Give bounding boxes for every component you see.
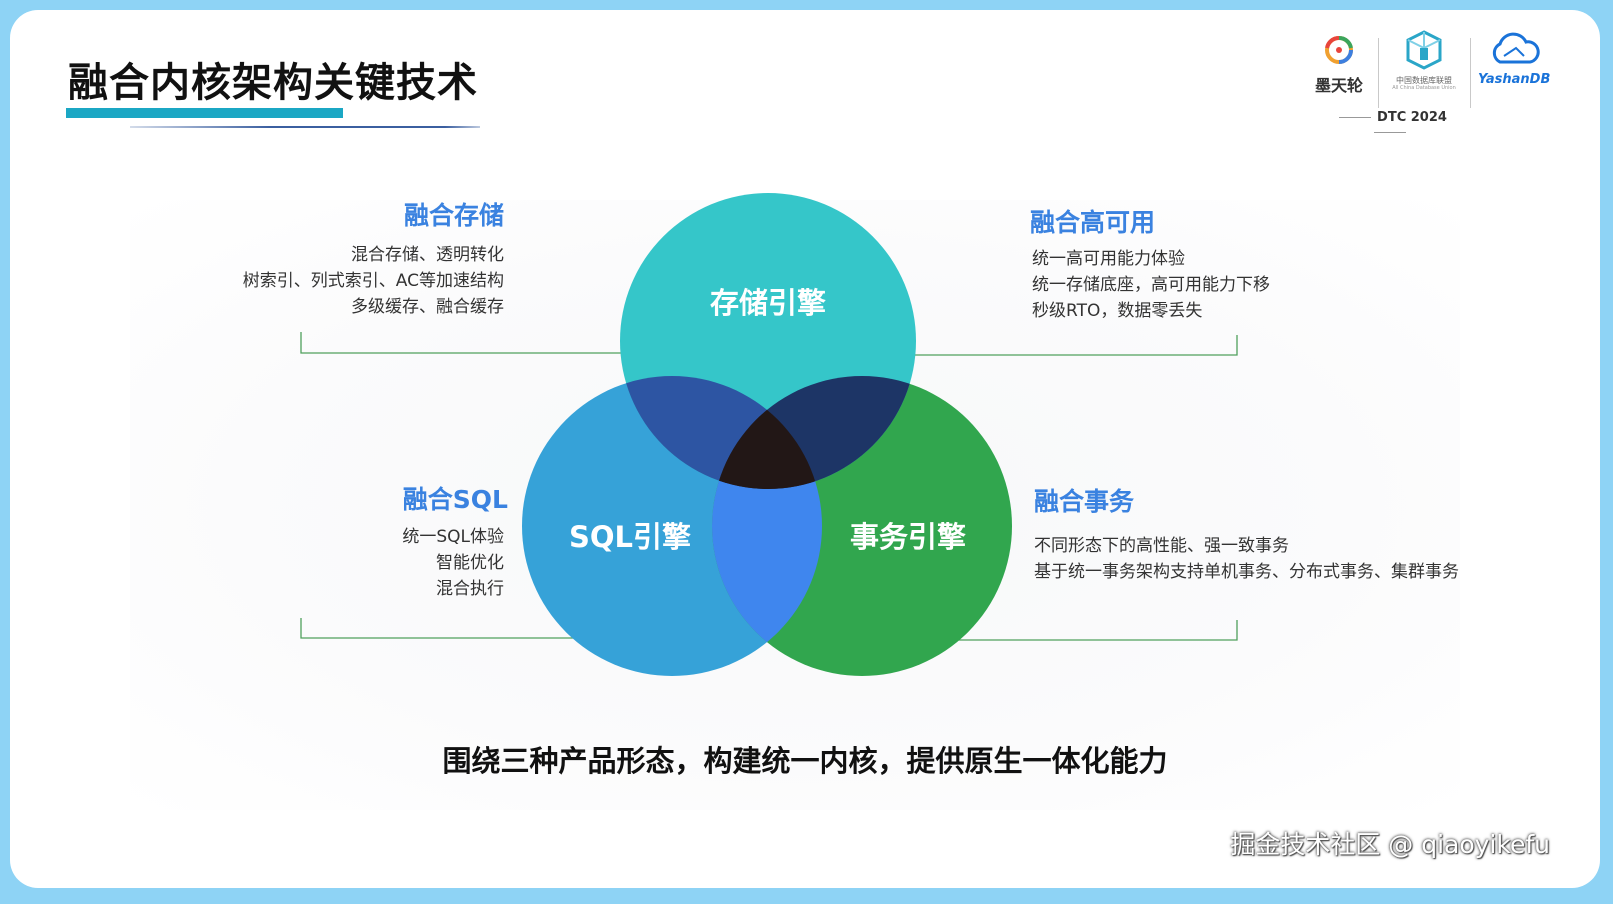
feature-line: 混合执行 [436, 579, 504, 599]
dcu-logo: 中国数据库联盟 All China Database Union [1388, 28, 1460, 91]
dcu-sublabel: All China Database Union [1392, 85, 1456, 91]
title-underline-bar [66, 108, 343, 118]
watermark: 掘金技术社区 @ qiaoyikefu [1230, 830, 1550, 859]
logo-divider [1378, 38, 1379, 108]
motianlun-logo: 墨天轮 [1310, 28, 1368, 96]
feature-title-transaction: 融合事务 [1034, 487, 1135, 516]
title-underline-line [130, 126, 480, 128]
logo-group: 墨天轮 中国数据库联盟 All China Database Union Yas… [1310, 28, 1580, 128]
feature-title-sql: 融合SQL [402, 485, 508, 514]
circle-label-sql: SQL引擎 [569, 520, 691, 554]
feature-line: 统一高可用能力体验 [1032, 249, 1185, 269]
yashandb-logo: YashanDB [1478, 28, 1550, 87]
feature-line: 不同形态下的高性能、强一致事务 [1034, 536, 1289, 556]
motianlun-wheel-icon [1325, 35, 1353, 64]
overlap-center [712, 376, 822, 489]
feature-lines-storage: 混合存储、透明转化 树索引、列式索引、AC等加速结构 多级缓存、融合缓存 [243, 242, 504, 320]
feature-line: 统一SQL体验 [402, 527, 504, 547]
connector-transaction [955, 620, 1238, 641]
venn-diagram: 存储引擎 SQL引擎 事务引擎 [300, 193, 1238, 676]
slogan: 围绕三种产品形态，构建统一内核，提供原生一体化能力 [442, 744, 1168, 778]
feature-line: 树索引、列式索引、AC等加速结构 [242, 271, 504, 291]
motianlun-label: 墨天轮 [1314, 76, 1363, 95]
feature-title-storage: 融合存储 [403, 201, 504, 230]
logo-divider [1470, 38, 1471, 108]
feature-title-ha: 融合高可用 [1030, 208, 1156, 237]
slide: 融合内核架构关键技术 墨天轮 中国数据库联盟 All China Databas… [10, 10, 1600, 888]
feature-line: 混合存储、透明转化 [351, 245, 504, 265]
feature-line: 秒级RTO，数据零丢失 [1032, 301, 1203, 321]
feature-lines-transaction: 不同形态下的高性能、强一致事务 基于统一事务架构支持单机事务、分布式事务、集群事… [1034, 533, 1459, 585]
dcu-label: 中国数据库联盟 [1396, 76, 1452, 85]
dcu-cube-icon [1406, 30, 1442, 70]
feature-line: 智能优化 [436, 553, 504, 573]
feature-line: 多级缓存、融合缓存 [351, 297, 504, 317]
feature-lines-ha: 统一高可用能力体验 统一存储底座，高可用能力下移 秒级RTO，数据零丢失 [1032, 246, 1270, 324]
yashandb-cloud-icon [1492, 32, 1540, 64]
circle-label-transaction: 事务引擎 [850, 520, 966, 554]
event-label: DTC 2024 [1315, 110, 1465, 140]
feature-line: 基于统一事务架构支持单机事务、分布式事务、集群事务 [1034, 562, 1459, 582]
page-title: 融合内核架构关键技术 [68, 60, 478, 106]
feature-lines-sql: 统一SQL体验 智能优化 混合执行 [402, 524, 504, 602]
feature-line: 统一存储底座，高可用能力下移 [1032, 275, 1270, 295]
connector-ha [915, 335, 1238, 356]
yashandb-label: YashanDB [1478, 72, 1551, 87]
circle-label-storage: 存储引擎 [710, 286, 826, 320]
connector-sql [300, 618, 622, 639]
connector-storage [300, 332, 622, 354]
